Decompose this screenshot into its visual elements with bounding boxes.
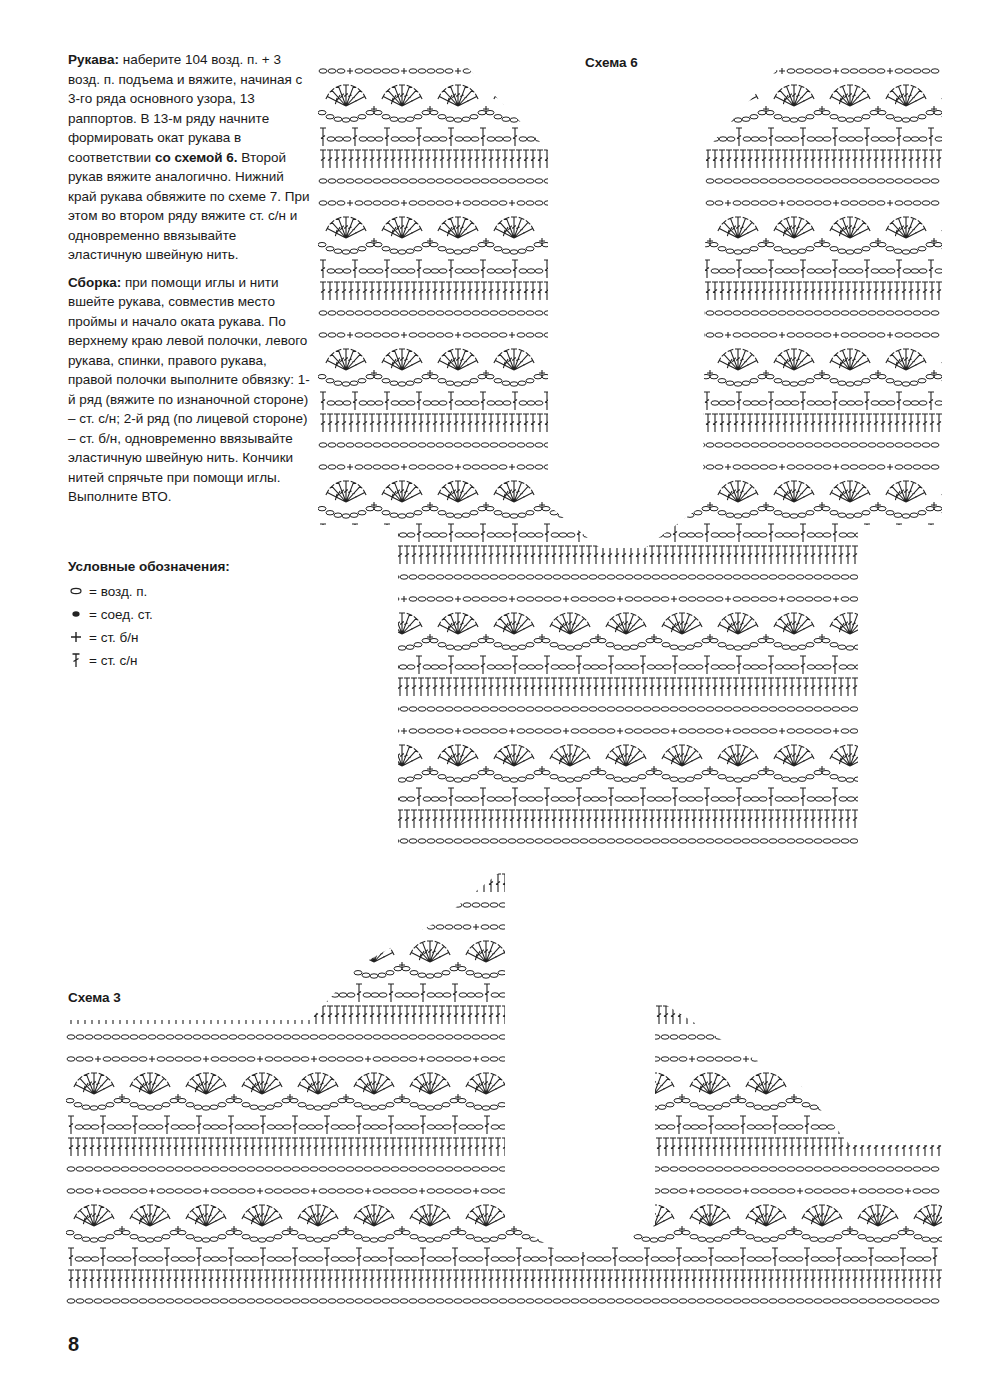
sleeve-paragraph: Рукава:наберите 104 возд. п. + 3 возд. п… <box>68 50 310 265</box>
stitch-chart <box>66 852 996 1303</box>
lead-in: Сборка: <box>68 275 121 290</box>
legend-item: = соед. ст. <box>68 603 310 626</box>
column-stitches <box>320 68 993 828</box>
chain-stitches <box>318 47 990 843</box>
stitch-chart <box>318 47 993 843</box>
body-text: при помощи иглы и нити вшейте рукава, со… <box>68 275 310 505</box>
legend-text: = ст. б/н <box>89 630 139 645</box>
chart-title: Схема 3 <box>68 990 121 1005</box>
stitch-symbol <box>68 605 84 623</box>
page-number: 8 <box>68 1333 79 1356</box>
lead-in: со схемой 6. <box>155 150 238 165</box>
body-text: наберите 104 возд. п. + 3 возд. п. подъе… <box>68 52 302 165</box>
stitch-symbol <box>68 628 84 646</box>
legend: Условные обозначения: = возд. п. = соед. с… <box>68 559 310 672</box>
legend-item: = ст. б/н <box>68 626 310 649</box>
stitch-symbol <box>68 582 84 600</box>
lead-in: Рукава: <box>68 52 119 67</box>
legend-text: = соед. ст. <box>89 607 153 622</box>
chart-title: Схема 6 <box>585 55 638 70</box>
assembly-paragraph: Сборка:при помощи иглы и нити вшейте рук… <box>68 273 310 507</box>
column-stitches <box>68 852 996 1288</box>
stitch-symbol <box>68 651 84 669</box>
body-text: Второй рукав вяжите аналогично. Нижний к… <box>68 150 309 263</box>
legend-item: = возд. п. <box>68 580 310 603</box>
legend-heading: Условные обозначения: <box>68 559 310 574</box>
legend-item: = ст. с/н <box>68 649 310 672</box>
legend-text: = ст. с/н <box>89 653 138 668</box>
legend-text: = возд. п. <box>89 584 147 599</box>
text-column: Рукава:наберите 104 возд. п. + 3 возд. п… <box>68 50 310 672</box>
